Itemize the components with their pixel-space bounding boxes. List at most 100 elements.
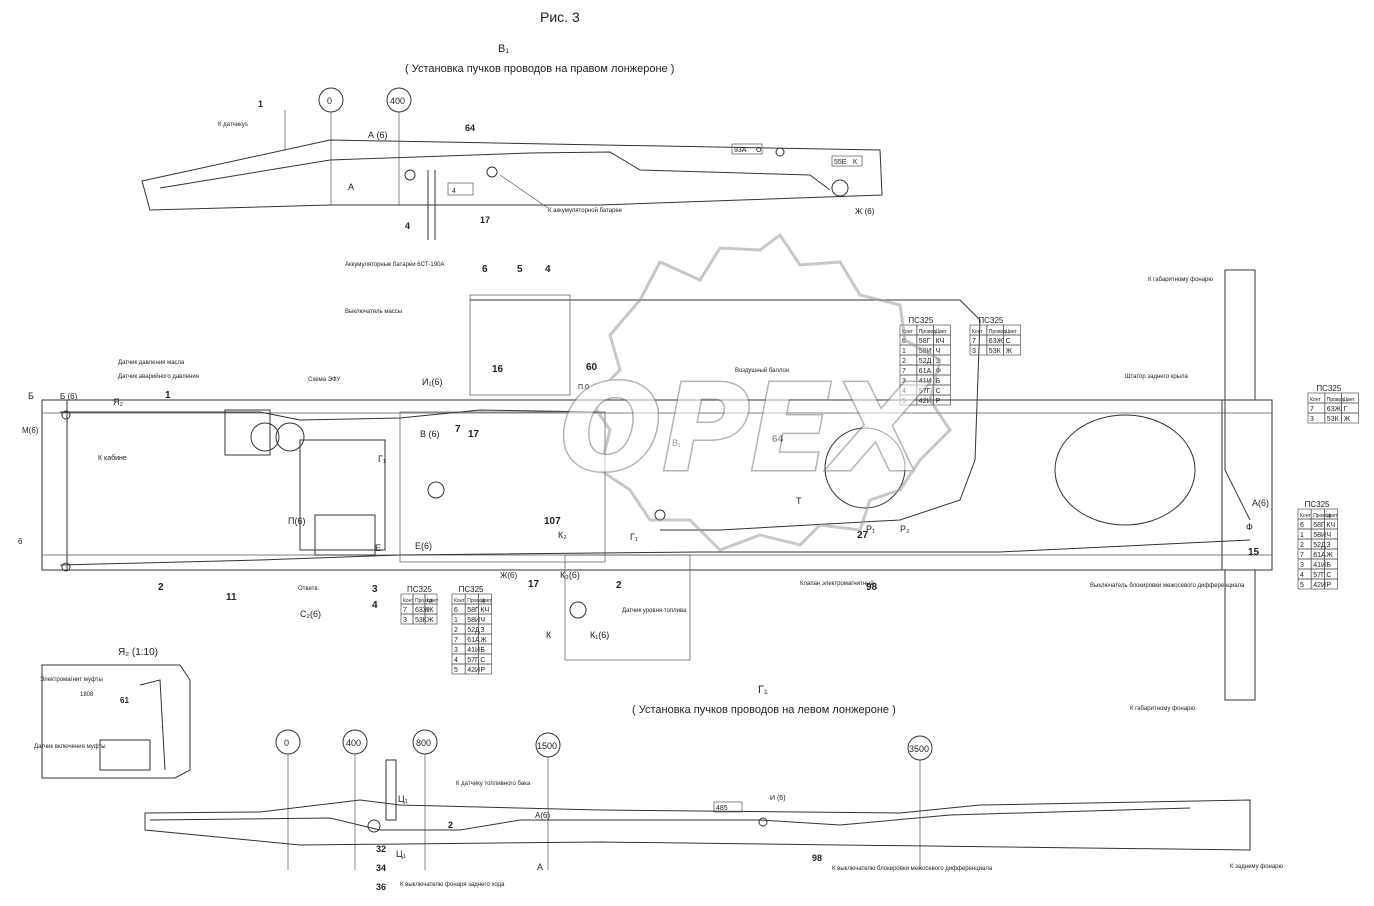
harness-main-bottom [59,539,1251,566]
table-cell: КЧ [936,338,945,345]
label-datchik-dav: Датчик давления масла [118,360,185,366]
callout-16: 16 [492,364,504,375]
table-cell: С [480,657,485,664]
table-cell: 7 [1310,406,1314,413]
table-header: Провод [989,329,1006,335]
table-cell: З [1326,542,1330,549]
table-header: Провод [415,598,432,604]
table-header: Конт [454,598,465,604]
table-cell: 63Ж [415,607,430,614]
table-cell-border [478,663,492,675]
label-k-akk: К аккумуляторной батарее [548,207,623,214]
table-cell: 4 [902,388,906,395]
table-header: Конт [403,598,414,604]
table-cell: 58Г [467,607,479,614]
section-b6: Б (6) [60,392,78,401]
callout-1: 1 [258,99,263,109]
label-k-datchik-topl: К датчику топливного бака [456,781,531,787]
label-datchik-avar: Датчик аварийного давления [118,373,199,380]
section-zh6: Ж (6) [855,207,875,216]
rear-lamp-right [1224,269,1256,401]
section-a-bottom: А [537,862,543,872]
table-cell: 6 [1300,522,1304,529]
harness-left [149,807,1191,831]
inset-label: Я₂ (1:10) [118,647,158,658]
table-cell: 3 [454,647,458,654]
connector-title: ПС325 [908,316,933,325]
table-header: Цвет [480,598,492,604]
table-cell: Ж [480,637,487,644]
table-cell: 42И [467,667,480,674]
table-cell: 57Г [919,388,931,395]
table-header: Конт [972,329,983,335]
table-cell: 4 [454,657,458,664]
connector-title: ПС325 [459,585,484,594]
table-cell: 58И [1313,532,1326,539]
table-cell: 6 [454,607,458,614]
table-cell: 57Г [467,657,479,664]
caption-top: ( Установка пучков проводов на правом ло… [405,63,674,75]
watermark-logo: OPEX [559,232,952,552]
callout-34: 34 [376,863,386,873]
section-n6: 6 [18,537,23,546]
figure-title: Рис. 3 [540,9,580,25]
engine-block [224,409,271,456]
fuel-tank [1054,414,1196,526]
callout-2-mid: 2 [158,582,164,593]
section-c26: С₂(6) [300,609,321,619]
table-cell: Р [936,398,941,405]
table-cell: 41И [1313,562,1326,569]
table-cell: Р [1326,582,1331,589]
label-k-vykl-fonar: К выключателю фонаря заднего хода [400,882,505,888]
air-tank [824,427,906,509]
view-letter-top: В₁ [498,43,509,55]
label-p0: П.0 [578,384,589,391]
label-datchik-urov: Датчик уровня топлива [622,608,687,614]
table-cell: 61А [467,637,480,644]
section-v6: В (6) [420,429,440,439]
dim-label: 400 [346,738,361,748]
table-cell-border [1003,344,1021,356]
table-header: Провод [1327,397,1344,403]
table-cell: Б [480,647,485,654]
section-k36: К₃(6) [560,570,580,580]
section-k16: К₁(6) [590,630,609,640]
table-cell: Б [1326,562,1331,569]
callout-60: 60 [586,362,598,373]
label-sxema: Схема ЭФУ [308,377,340,383]
harness-main-top [60,409,601,421]
callout-32: 32 [376,844,386,854]
frame-rail-left [144,799,1251,851]
section-e: Е [375,543,381,553]
table-cell: 53К [989,348,1002,355]
top-view: 0 400 93А О 55Е К 1 К датчикуs 64 А (6) … [141,87,883,240]
callout-17-low: 17 [528,579,540,590]
label-k-datchik: К датчикуs [218,122,248,128]
table-cell: Ж [1326,552,1333,559]
wire-93a: 93А [734,147,747,154]
label-datchik-inset: Датчик включения муфты [34,744,106,750]
table-cell: 5 [454,667,458,674]
section-i1: И₁(6) [422,377,443,387]
fuel-sensor-box [564,554,691,661]
table-cell: 3 [902,378,906,385]
callout-4-mid: 4 [372,600,378,611]
callout-107: 107 [544,516,561,527]
table-cell: 58И [467,617,480,624]
table-cell: 7 [902,368,906,375]
view-letter-bottom: Г₁ [758,684,768,696]
callout-4-top: 4 [545,264,551,275]
table-cell: 4 [1300,572,1304,579]
table-cell: 3 [972,348,976,355]
table-header: Цвет [1326,513,1338,519]
table-header: Цвет [427,598,439,604]
callout-17-mid: 17 [468,429,480,440]
table-header: Цвет [1344,397,1356,403]
callout-6: 6 [482,264,488,275]
table-cell-border [424,613,438,625]
section-f: Ф [1246,522,1253,532]
dim-label: 1500 [537,741,557,751]
table-header: Провод [919,329,936,335]
